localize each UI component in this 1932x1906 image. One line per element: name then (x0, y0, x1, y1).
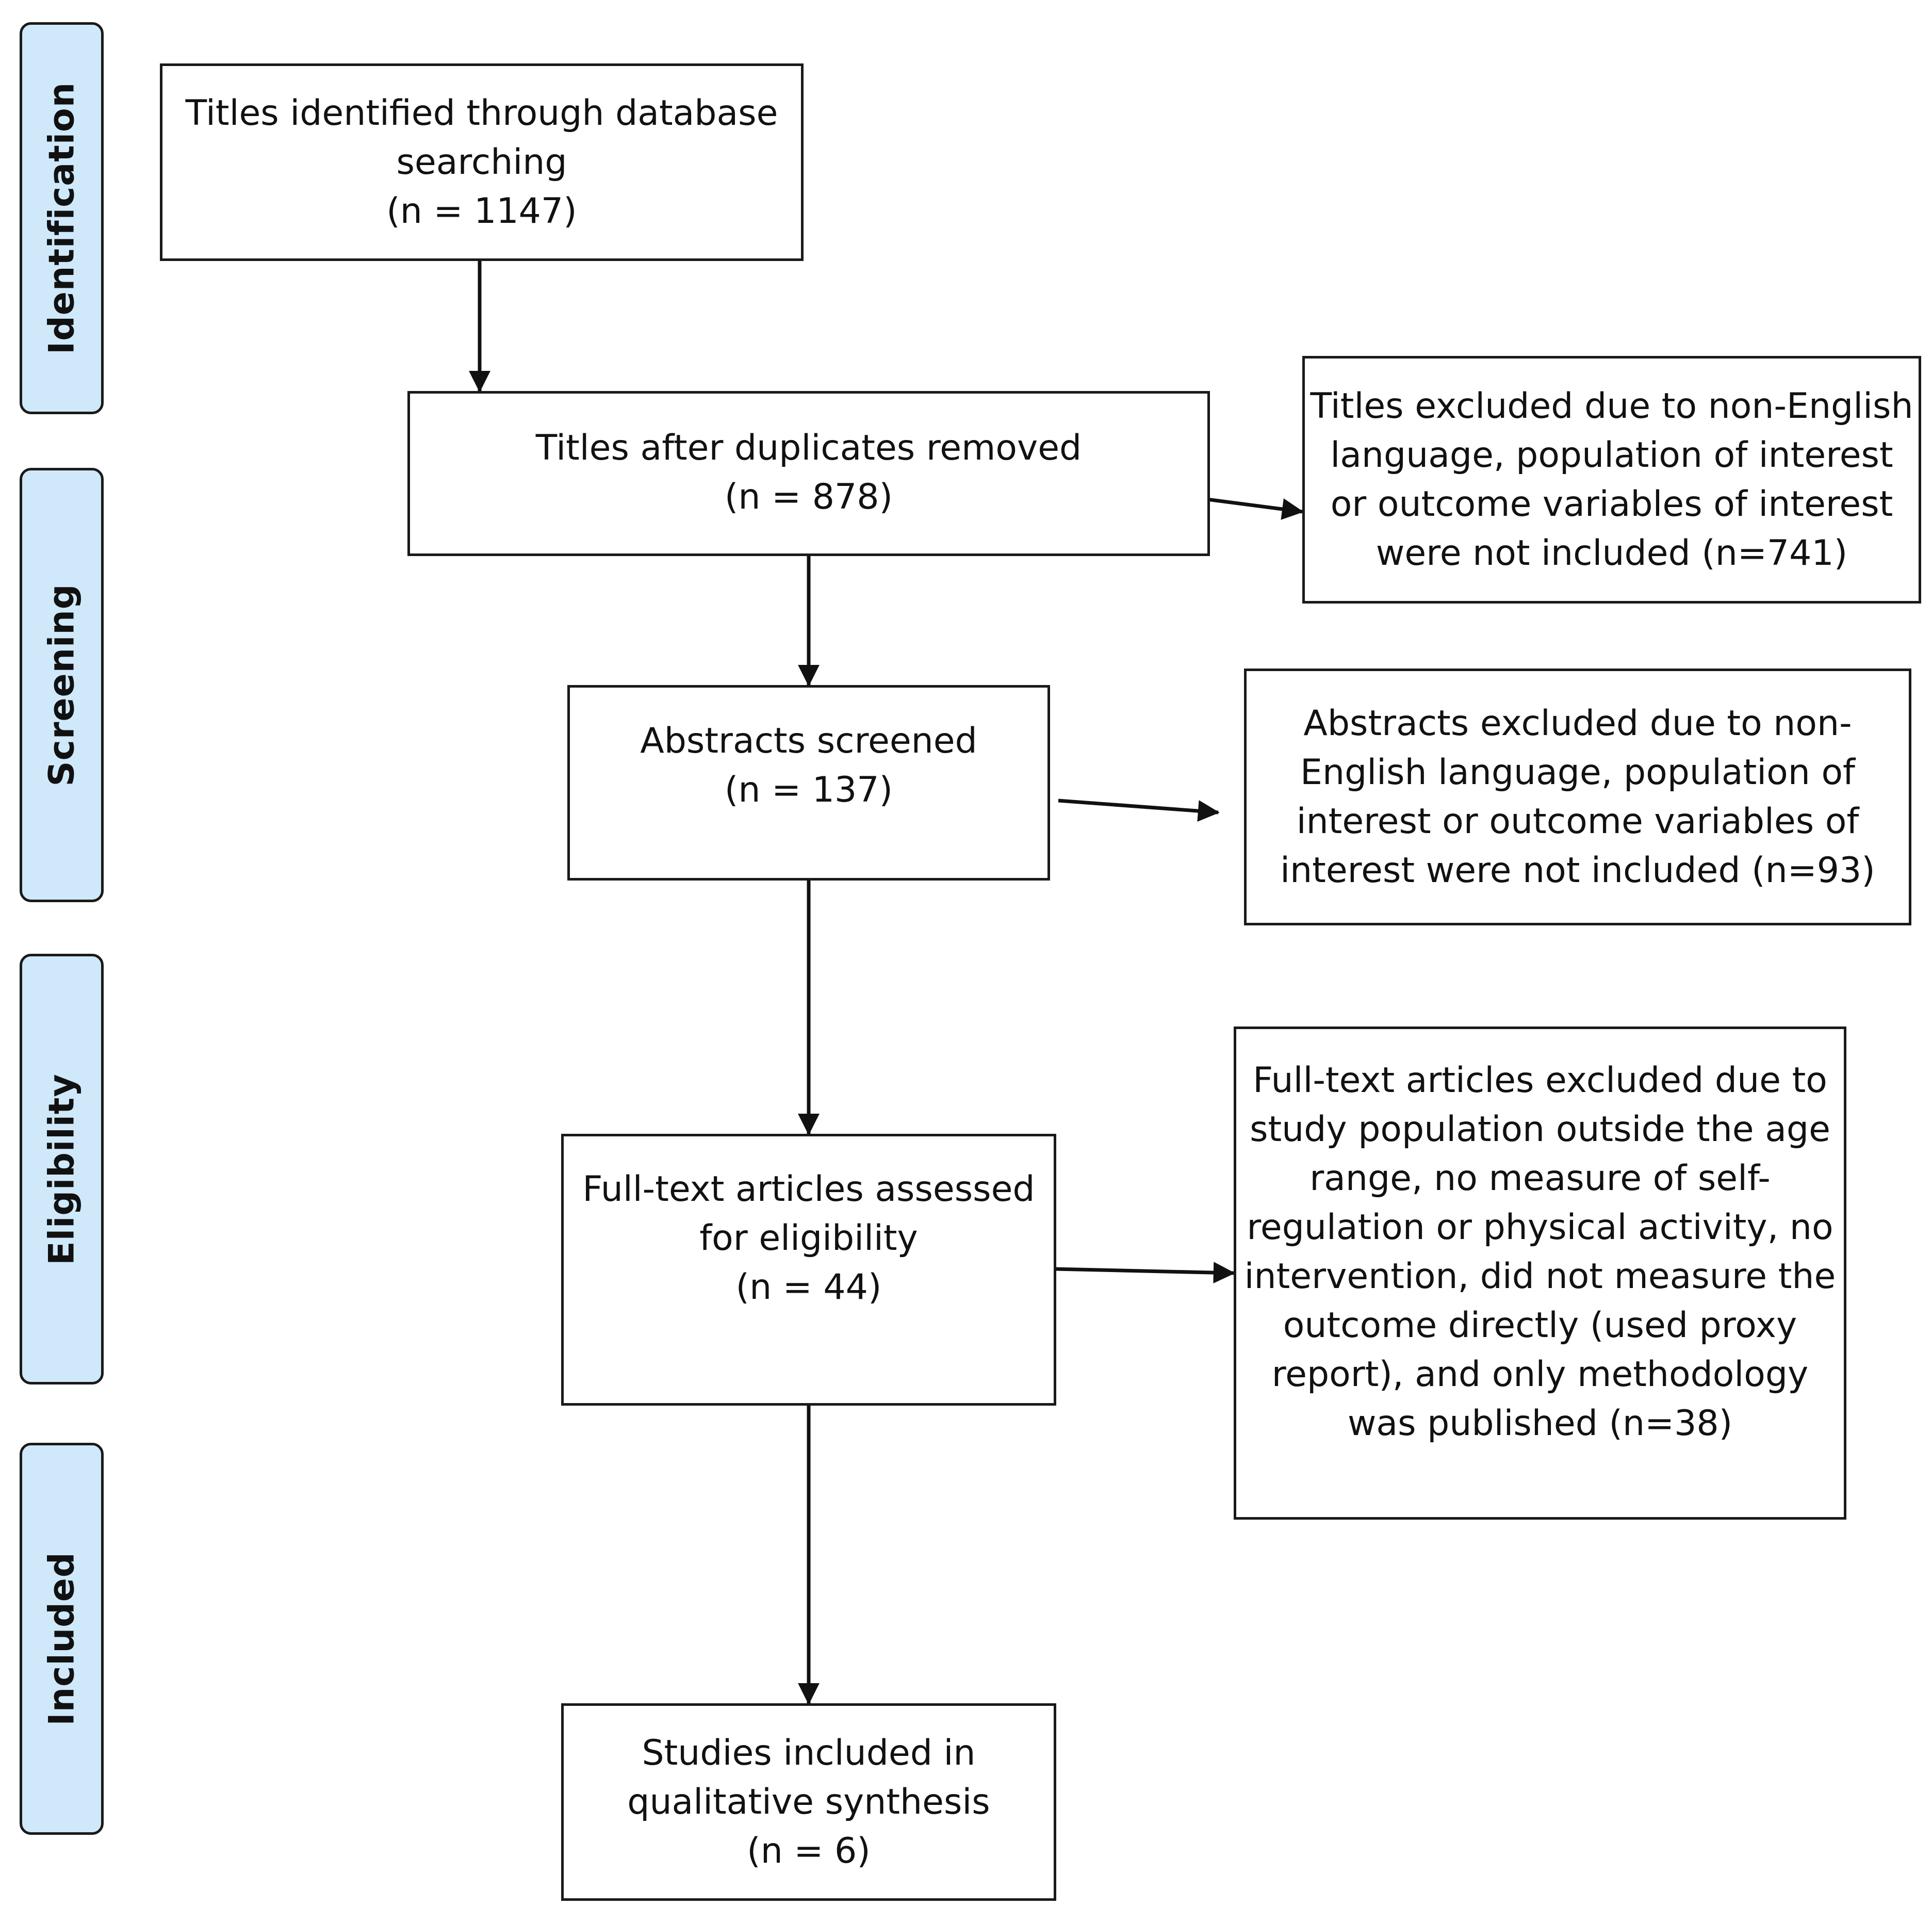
deduplicated-text: Titles after duplicates removed (n = 878… (535, 428, 1082, 517)
included-box: Studies included in qualitative synthesi… (561, 1703, 1056, 1901)
phase-identification: Identification (20, 22, 104, 414)
phase-screening-label: Screening (41, 583, 82, 787)
phase-included: Included (20, 1443, 104, 1835)
titles-excluded-box: Titles excluded due to non-English langu… (1302, 356, 1921, 604)
abstracts-screened-text: Abstracts screened (n = 137) (640, 721, 977, 810)
included-text: Studies included in qualitative synthesi… (627, 1733, 990, 1871)
deduplicated-box: Titles after duplicates removed (n = 878… (407, 391, 1210, 556)
abstracts-excluded-text: Abstracts excluded due to non- English l… (1280, 703, 1875, 891)
fulltext-assessed-text: Full-text articles assessed for eligibil… (582, 1169, 1035, 1308)
fulltext-assessed-box: Full-text articles assessed for eligibil… (561, 1134, 1056, 1406)
phase-eligibility-label: Eligibility (41, 1073, 82, 1265)
fulltext-excluded-text: Full-text articles excluded due to study… (1244, 1060, 1836, 1444)
abstracts-excluded-box: Abstracts excluded due to non- English l… (1244, 669, 1911, 925)
abstracts-screened-box: Abstracts screened (n = 137) (567, 685, 1050, 881)
identified-box: Titles identified through database searc… (160, 63, 804, 261)
phase-identification-label: Identification (41, 82, 82, 355)
phase-eligibility: Eligibility (20, 954, 104, 1384)
identified-text: Titles identified through database searc… (185, 93, 778, 232)
fulltext-excluded-box: Full-text articles excluded due to study… (1234, 1027, 1846, 1520)
phase-included-label: Included (41, 1552, 82, 1726)
phase-screening: Screening (20, 468, 104, 902)
arrow-to-fulltext-excluded (1054, 1262, 1235, 1284)
arrow-to-abstracts-excluded (1058, 799, 1220, 822)
titles-excluded-text: Titles excluded due to non-English langu… (1310, 386, 1913, 574)
arrow-to-titles-excluded (1203, 497, 1304, 520)
